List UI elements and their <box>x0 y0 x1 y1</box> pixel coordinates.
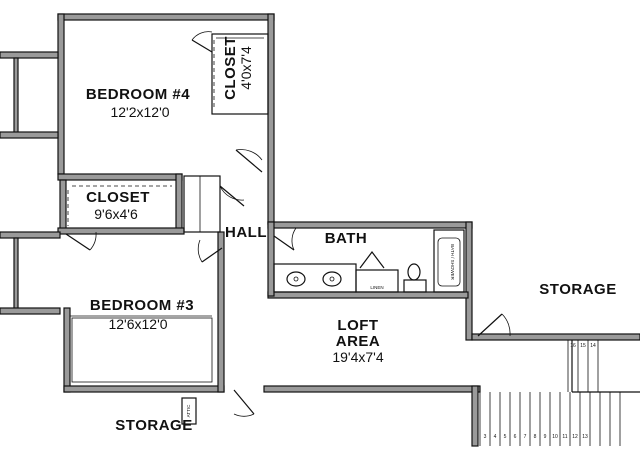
loft-label-line1: LOFT <box>337 317 378 334</box>
stair-step-number: 13 <box>582 434 588 440</box>
stair-step-number: 16 <box>570 343 576 349</box>
linen-label: LINEN <box>370 285 383 290</box>
stair-step-number: 9 <box>544 434 547 440</box>
staircase: 3 4 5 6 7 8 9 10 11 12 13 16 15 14 <box>479 340 621 446</box>
stair-step-number: 4 <box>494 434 497 440</box>
closet-small-dims: 4'0x7'4 <box>238 46 254 90</box>
stair-step-number: 5 <box>504 434 507 440</box>
bath-label: BATH <box>325 230 368 247</box>
stair-step-number: 10 <box>552 434 558 440</box>
closet-dims: 9'6x4'6 <box>94 206 138 222</box>
stair-step-number: 12 <box>572 434 578 440</box>
closet-label: CLOSET <box>86 189 150 206</box>
stair-step-number: 3 <box>484 434 487 440</box>
loft-label-line2: AREA <box>336 333 381 350</box>
walls <box>0 13 640 447</box>
attic-hatch <box>181 397 197 425</box>
closet-small-label: CLOSET <box>222 36 239 100</box>
bedroom4-dims: 12'2x12'0 <box>110 104 169 120</box>
storage-right-label: STORAGE <box>539 281 616 298</box>
bedroom3-dims: 12'6x12'0 <box>108 316 167 332</box>
bath-fixtures <box>273 229 465 293</box>
stair-step-number: 11 <box>562 434 567 440</box>
stair-step-number: 7 <box>524 434 527 440</box>
tub-label: BATH / SHOWER <box>450 244 455 280</box>
attic-label: ATTIC <box>186 404 191 417</box>
stair-step-number: 8 <box>534 434 537 440</box>
hall-label: HALL <box>225 224 267 241</box>
stair-step-number: 14 <box>590 343 596 349</box>
stair-step-number: 6 <box>514 434 517 440</box>
doors <box>65 31 511 417</box>
bedroom3-label: BEDROOM #3 <box>90 297 194 314</box>
storage-bottom-label: STORAGE <box>115 417 192 434</box>
stair-step-number: 15 <box>580 343 586 349</box>
bedroom4-label: BEDROOM #4 <box>86 86 190 103</box>
loft-dims: 19'4x7'4 <box>332 349 383 365</box>
partitions <box>67 33 269 383</box>
